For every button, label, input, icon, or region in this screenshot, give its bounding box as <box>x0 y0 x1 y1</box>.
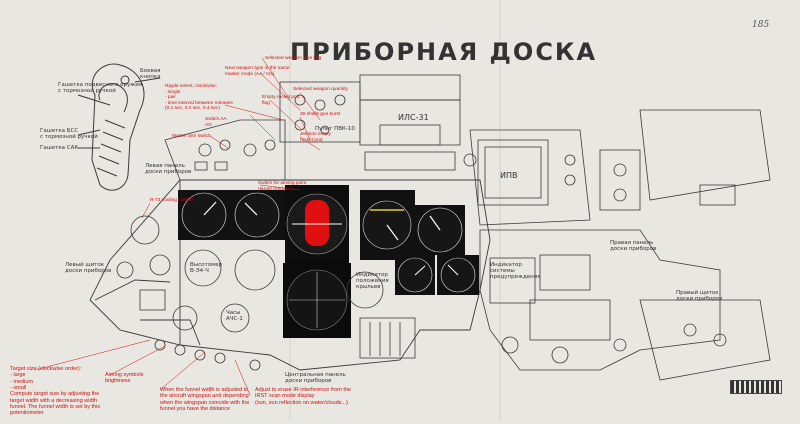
note-r73: R-73 cooling control <box>150 198 193 203</box>
page-title: ПРИБОРНАЯ ДОСКА <box>290 38 598 66</box>
label-vysotomer: Высотомер В-Э4-Ч <box>190 262 223 275</box>
label-gashetka-bss: Гашетка БСС с тормозной ручкой <box>40 128 98 141</box>
drawn-gauges <box>116 215 416 371</box>
label-gashetka-sak: Гашетка САК <box>40 145 79 151</box>
page-number: 185 <box>752 20 770 30</box>
label-pult: Пульт ПВК-10 <box>315 126 355 132</box>
label-gashetka-podvesnogo: Гашетка подвесного оружия с тормозной ру… <box>58 82 143 95</box>
note-shells: 30 shells gun burst <box>300 112 341 117</box>
note-jettison: Jettison empty rocket pod <box>300 132 331 143</box>
label-indicator-system: Индикатор системы предупреждения <box>490 262 541 281</box>
note-ripple: Ripple select, clockwise: - single - pai… <box>165 84 233 112</box>
left-panel <box>164 119 286 181</box>
note-master-arm: Master arm switch <box>172 134 211 139</box>
label-ipv: ИПВ <box>500 171 518 180</box>
label-ils: ИЛС-31 <box>398 113 429 122</box>
label-right-panel: Правая панель доски приборов <box>610 240 657 253</box>
note-target-size: Target size (clockwise order): - large -… <box>10 366 101 417</box>
note-selected-qty: Selected weapon quantity <box>293 87 348 92</box>
control-stick <box>77 63 161 191</box>
annotation-leaders <box>34 57 321 396</box>
right-console <box>469 109 771 381</box>
note-aiming-brightness: Aiming symbols brightness <box>105 372 144 385</box>
attitude-indicator-ball <box>305 200 329 246</box>
archive-stamp <box>730 380 782 394</box>
label-left-shield: Левый щиток доски приборов <box>65 262 112 275</box>
label-chasy: Часы АЧС-1 <box>226 310 243 323</box>
note-selected-weapon: Selected weapon type flag <box>265 56 322 61</box>
gauge-cluster <box>178 185 479 338</box>
label-left-panel: Левая панель доски приборов <box>145 163 192 176</box>
label-right-shield: Правый щиток доски приборов <box>676 290 723 303</box>
note-adjust-ir: Adjust to erase IR interference from the… <box>255 387 351 406</box>
note-next-weapon: Next weapon type in the same master mode… <box>225 66 290 77</box>
label-indicator-kryliev: Индикатор положения крыльев <box>356 272 389 291</box>
label-boevaya-knopka: Боевая кнопка <box>140 68 161 81</box>
label-central-panel: Центральная панель доски приборов <box>285 372 346 385</box>
note-funnel: When the funnel width is adjusted to the… <box>160 387 250 412</box>
note-empty-rocket: Empty rocket pod flag <box>262 95 300 106</box>
note-aiming-point: Switch for aiming point (target reticle … <box>258 181 307 192</box>
note-switch-aa: Switch AA AG <box>205 117 227 128</box>
